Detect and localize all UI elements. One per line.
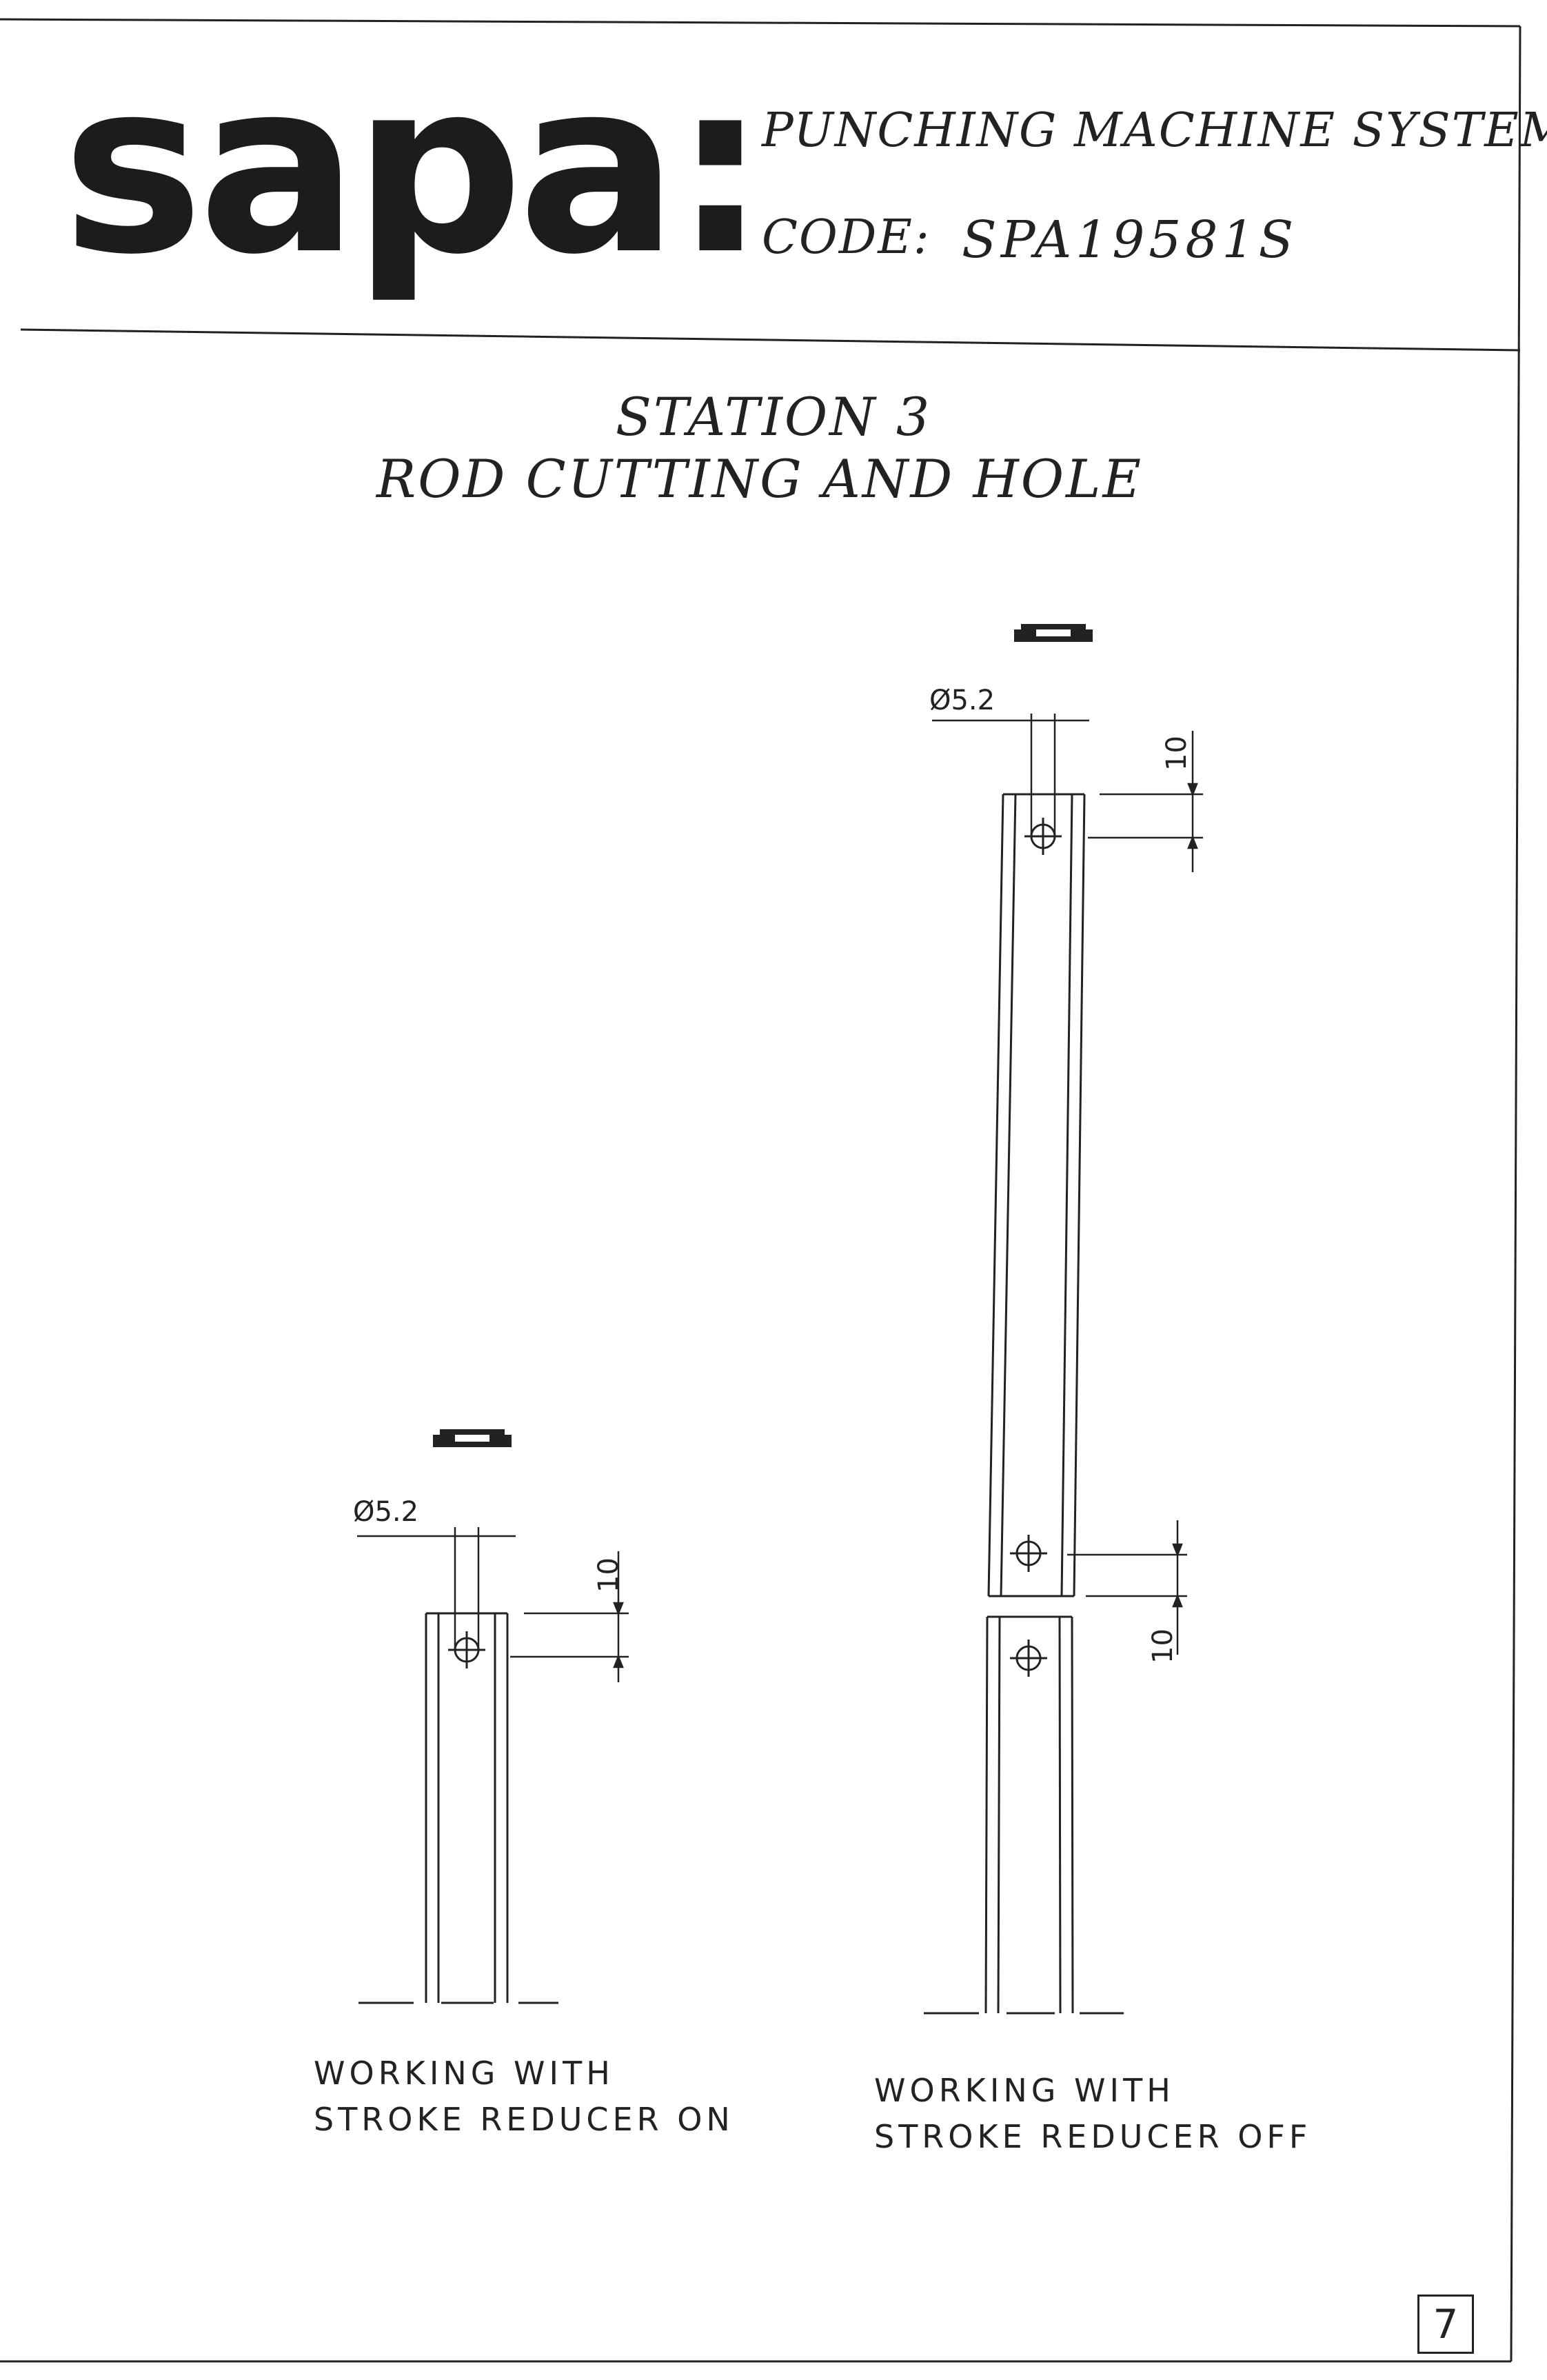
system-title: PUNCHING MACHINE SYSTEM xyxy=(762,103,1547,158)
left-hole-diameter-label: Ø5.2 xyxy=(353,1496,419,1528)
sapa-logo: sapa: xyxy=(62,30,768,307)
right-profile-icon xyxy=(1014,624,1093,642)
left-offset-label: 10 xyxy=(593,1557,625,1593)
left-diameter-dimension xyxy=(357,1527,516,1651)
left-caption-line2: STROKE REDUCER ON xyxy=(314,2101,734,2138)
right-caption-line1: WORKING WITH xyxy=(874,2072,1175,2109)
left-caption-line1: WORKING WITH xyxy=(314,2055,614,2092)
right-bottom-offset-label: 10 xyxy=(1147,1628,1179,1664)
left-rod xyxy=(358,1612,558,2004)
right-top-offset-dimension xyxy=(1088,731,1203,872)
right-lower-rod xyxy=(924,1615,1124,2015)
frame-top-line xyxy=(0,18,1521,28)
right-top-hole xyxy=(1024,818,1062,855)
right-diameter-dimension xyxy=(932,714,1089,838)
right-bottom-offset-dimension xyxy=(1067,1520,1187,1655)
right-hole-diameter-label: Ø5.2 xyxy=(929,685,995,716)
right-upper-rod xyxy=(987,793,1086,1597)
page-number: 7 xyxy=(1417,2295,1474,2354)
station-title: STATION 3 xyxy=(615,386,932,447)
left-hole xyxy=(448,1631,485,1668)
header-divider xyxy=(20,328,1521,352)
frame-right-line xyxy=(1510,26,1521,2362)
left-offset-dimension xyxy=(510,1551,629,1682)
right-top-offset-label: 10 xyxy=(1161,736,1193,771)
right-bottom-hole xyxy=(1010,1640,1047,1677)
left-profile-icon xyxy=(433,1429,512,1447)
station-subtitle: ROD CUTTING AND HOLE xyxy=(376,448,1143,510)
right-caption-line2: STROKE REDUCER OFF xyxy=(874,2118,1312,2155)
code-label: CODE: xyxy=(762,210,931,265)
right-middle-hole xyxy=(1010,1535,1047,1572)
code-value: SPA19581S xyxy=(962,210,1298,270)
